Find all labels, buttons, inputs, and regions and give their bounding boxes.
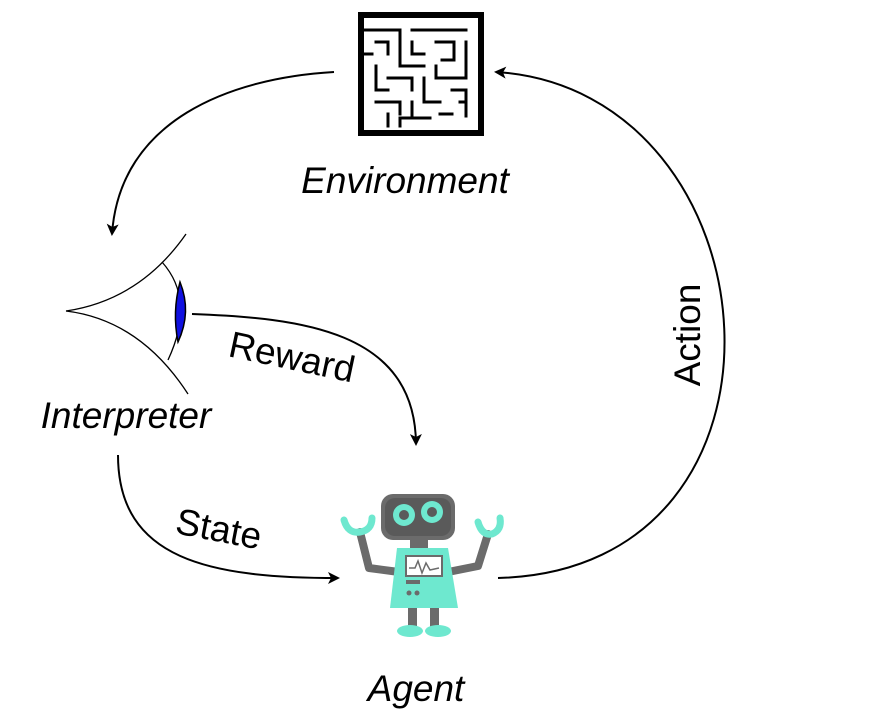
reward-edge: Reward bbox=[191, 313, 422, 446]
eye-icon bbox=[65, 233, 189, 395]
interpreter-label: Interpreter bbox=[41, 395, 213, 436]
reward-arrow bbox=[191, 313, 422, 446]
state-edge: State bbox=[117, 454, 340, 584]
interpreter-node: Interpreter bbox=[41, 233, 213, 436]
agent-label: Agent bbox=[366, 668, 466, 709]
agent-node: Agent bbox=[340, 494, 504, 709]
action-arrow bbox=[494, 66, 726, 579]
observe-arrow bbox=[106, 71, 335, 236]
environment-node: Environment bbox=[301, 12, 511, 201]
maze-icon bbox=[358, 12, 484, 136]
robot-icon bbox=[340, 494, 504, 637]
reward-label: Reward bbox=[225, 324, 358, 391]
eye-iris bbox=[174, 279, 187, 345]
state-label: State bbox=[172, 501, 265, 558]
environment-label: Environment bbox=[301, 160, 510, 201]
action-label: Action bbox=[667, 284, 708, 387]
state-arrow bbox=[117, 454, 340, 584]
action-edge: Action bbox=[494, 66, 726, 579]
